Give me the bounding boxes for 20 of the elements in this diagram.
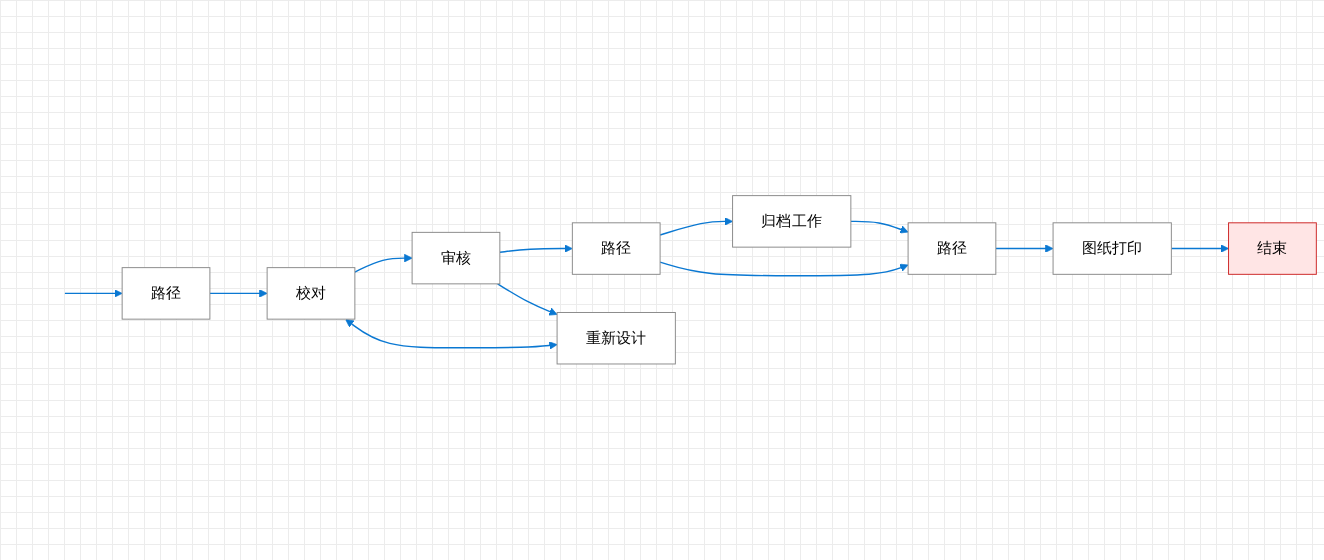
arrow — [659, 217, 733, 236]
arrow — [1170, 244, 1229, 253]
arrow — [345, 319, 558, 350]
arrow — [659, 261, 909, 277]
arrow — [995, 244, 1054, 253]
arrow — [209, 289, 268, 298]
node-box: 结束 — [1228, 222, 1317, 275]
arrow — [64, 289, 123, 298]
node-box: 路径 — [907, 222, 997, 275]
arrow — [354, 254, 413, 273]
arrow — [850, 220, 909, 234]
node-box: 归档工作 — [732, 195, 852, 248]
node-box: 校对 — [266, 267, 356, 320]
node-box: 路径 — [571, 222, 661, 275]
node-box: 图纸打印 — [1052, 222, 1172, 275]
node-box: 审核 — [411, 232, 501, 285]
node-box: 重新设计 — [556, 312, 676, 365]
arrow — [499, 244, 573, 254]
arrow — [496, 283, 558, 316]
node-box: 路径 — [121, 267, 211, 320]
